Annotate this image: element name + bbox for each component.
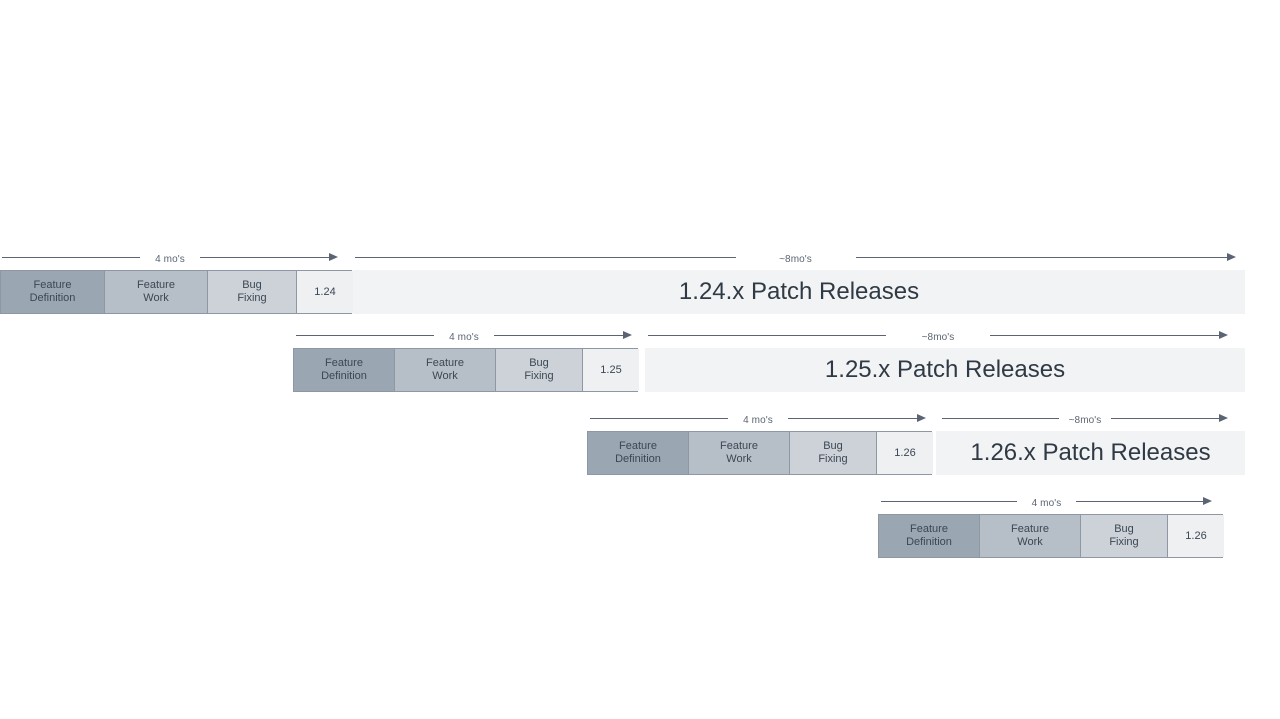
dev-measure-rule-left (296, 335, 434, 336)
phase-feature-work-line2: Work (726, 453, 752, 465)
phase-feature-work-line1: Feature (137, 279, 175, 291)
patch-release-band: 1.24.x Patch Releases (353, 270, 1245, 314)
phase-version[interactable]: 1.26 (1168, 515, 1224, 557)
phase-feature-work-line1: Feature (720, 440, 758, 452)
phase-feature-work-line2: Work (1017, 536, 1043, 548)
phase-version[interactable]: 1.26 (877, 432, 933, 474)
phase-feature-work-line2: Work (432, 370, 458, 382)
patch-measure-rule-left (648, 335, 886, 336)
dev-measure-arrowhead-icon (917, 414, 926, 422)
patch-release-band: 1.26.x Patch Releases (936, 431, 1245, 475)
phase-version[interactable]: 1.25 (583, 349, 639, 391)
phase-feature-definition-line1: Feature (910, 523, 948, 535)
phase-feature-definition-line2: Definition (615, 453, 661, 465)
dev-measure-arrowhead-icon (623, 331, 632, 339)
patch-measure-rule-right (990, 335, 1220, 336)
dev-measure-label: 4 mo's (449, 332, 479, 343)
dev-measure-rule-right (200, 257, 330, 258)
phase-feature-definition-line2: Definition (321, 370, 367, 382)
patch-measure-rule-right (855, 257, 1228, 258)
patch-release-label: 1.24.x Patch Releases (678, 278, 920, 305)
patch-measure-label: ~8mo's (779, 254, 812, 265)
patch-measure-arrowhead-icon (1227, 253, 1236, 261)
release-row-1-24: 4 mo's ~8mo's 1.24.x Patch Releases Feature… (0, 246, 1280, 316)
measure-band: 4 mo's ~8mo's (0, 246, 1280, 270)
dev-measure-label: 4 mo's (1031, 498, 1062, 509)
phase-version-line1: 1.26 (894, 446, 916, 459)
phase-bug-fixing-line2: Fixing (1109, 536, 1139, 548)
phase-feature-definition-line2: Definition (906, 536, 952, 548)
dev-measure-arrowhead-icon (329, 253, 338, 261)
phase-bug-fixing-line1: Bug (1114, 523, 1134, 535)
patch-release-band: 1.25.x Patch Releases (645, 348, 1245, 392)
phase-feature-work-line2: Work (143, 292, 169, 304)
phase-feature-work-line1: Feature (1011, 523, 1049, 535)
patch-measure-label: ~8mo's (921, 332, 955, 343)
dev-measure-rule-left (881, 501, 1017, 502)
patch-measure-rule-right (1110, 418, 1220, 419)
measure-band: 4 mo's (0, 490, 1280, 514)
phase-version-line1: 1.25 (600, 363, 622, 376)
dev-measure-rule-right (494, 335, 624, 336)
patch-measure-rule-left (355, 257, 736, 258)
release-row-1-25: 4 mo's ~8mo's 1.25.x Patch Releases Feature… (0, 324, 1280, 394)
phase-feature-definition-line2: Definition (29, 292, 76, 304)
phase-bug-fixing-line1: Bug (242, 279, 262, 291)
dev-measure-rule-right (1076, 501, 1204, 502)
patch-measure-label: ~8mo's (1068, 415, 1102, 426)
phase-version[interactable]: 1.24 (297, 271, 353, 313)
measure-band: 4 mo's ~8mo's (0, 324, 1280, 348)
phase-bug-fixing-line2: Fixing (818, 453, 848, 465)
phase-bug-fixing-line1: Bug (823, 440, 843, 452)
phase-version-line1: 1.26 (1185, 529, 1207, 542)
measure-band: 4 mo's ~8mo's (0, 407, 1280, 431)
phase-feature-definition-line1: Feature (619, 440, 657, 452)
dev-measure-rule-right (788, 418, 918, 419)
dev-measure-rule-left (2, 257, 140, 258)
dev-measure-label: 4 mo's (743, 415, 773, 426)
phase-bug-fixing-line2: Fixing (524, 370, 554, 382)
release-row-1-26: 4 mo's ~8mo's 1.26.x Patch Releases Feature… (0, 407, 1280, 477)
phase-feature-definition-line1: Feature (325, 357, 363, 369)
phase-bug-fixing-line1: Bug (529, 357, 549, 369)
patch-measure-rule-left (942, 418, 1060, 419)
phase-bug-fixing-line2: Fixing (237, 292, 267, 304)
dev-measure-label: 4 mo's (155, 254, 185, 265)
patch-release-label: 1.26.x Patch Releases (970, 439, 1211, 466)
dev-measure-rule-left (590, 418, 728, 419)
patch-release-label: 1.25.x Patch Releases (824, 356, 1066, 383)
patch-measure-arrowhead-icon (1219, 414, 1228, 422)
phase-version-line1: 1.24 (314, 285, 336, 298)
phase-feature-definition-line1: Feature (33, 279, 72, 291)
dev-measure-arrowhead-icon (1203, 497, 1212, 505)
phase-feature-work-line1: Feature (426, 357, 464, 369)
patch-measure-arrowhead-icon (1219, 331, 1228, 339)
